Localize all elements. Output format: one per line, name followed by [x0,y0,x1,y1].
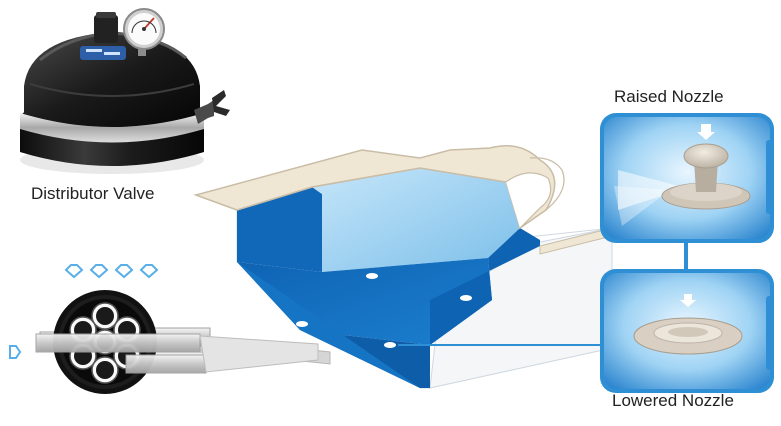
lowered-nozzle-panel [600,269,774,393]
raised-nozzle-label: Raised Nozzle [614,87,724,106]
water-drop-row [66,265,157,277]
distributor-valve-label: Distributor Valve [31,184,154,203]
raised-nozzle-panel [600,113,774,243]
water-drop-icon [141,265,157,277]
water-drop-icon [66,265,82,277]
water-drop-icon [116,265,132,277]
inlet-arrow-icon [10,346,20,358]
panel-connector [684,243,688,271]
distributor-valve-image [20,9,230,174]
water-drop-icon [91,265,107,277]
lowered-nozzle-label: Lowered Nozzle [612,391,734,410]
